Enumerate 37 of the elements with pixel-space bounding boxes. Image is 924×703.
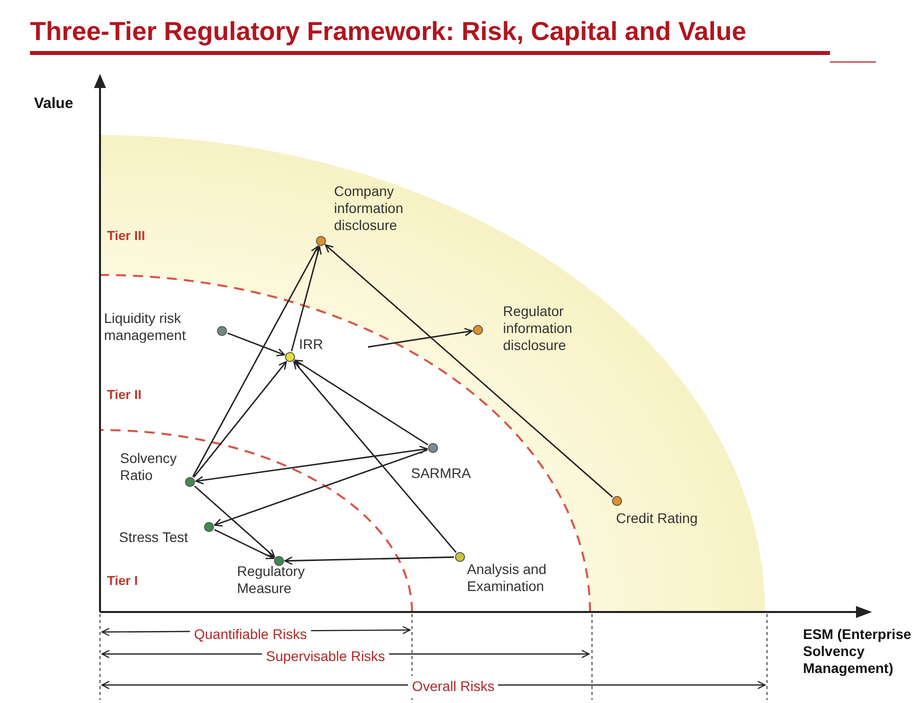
tier-label: Tier I <box>107 572 138 590</box>
arrow <box>290 246 322 352</box>
point-label: Stress Test <box>119 529 189 546</box>
title: Three-Tier Regulatory Framework: Risk, Capital and Value <box>30 15 746 48</box>
arrow <box>294 360 428 446</box>
point-marker <box>185 477 195 487</box>
dimension-label: Overall Risks <box>408 676 498 697</box>
tier-label: Tier III <box>107 227 146 245</box>
arrow <box>194 485 276 558</box>
point-label: Liquidity risk management <box>104 310 187 344</box>
arrow <box>214 449 428 527</box>
point-label: Solvency Ratio <box>120 450 178 484</box>
arrow <box>193 361 287 478</box>
tier-label: Tier II <box>107 386 142 404</box>
axis-label: Value <box>34 94 74 114</box>
point-marker <box>217 326 227 336</box>
arrow <box>368 328 473 348</box>
arrow <box>324 244 613 498</box>
point-marker <box>455 552 465 562</box>
point-marker <box>274 556 284 566</box>
arrow <box>214 529 274 560</box>
arrow <box>293 360 457 553</box>
point-marker <box>285 352 295 362</box>
point-label: Analysis and Examination <box>467 561 548 595</box>
arrow <box>192 246 319 478</box>
point-marker <box>428 443 438 453</box>
point-label: Company information disclosure <box>334 183 404 234</box>
arrow <box>195 446 428 484</box>
point-label: Credit Rating <box>616 510 699 527</box>
point-label: Regulator information disclosure <box>503 303 574 354</box>
point-label: SARMRA <box>411 465 472 482</box>
arrow <box>284 556 454 565</box>
point-label: Regulatory Measure <box>237 563 306 597</box>
point-label: IRR <box>299 336 324 353</box>
arrow <box>227 332 286 356</box>
axis-label: ESM (Enterprise Solvency Management) <box>803 626 912 677</box>
point-marker <box>204 522 214 532</box>
